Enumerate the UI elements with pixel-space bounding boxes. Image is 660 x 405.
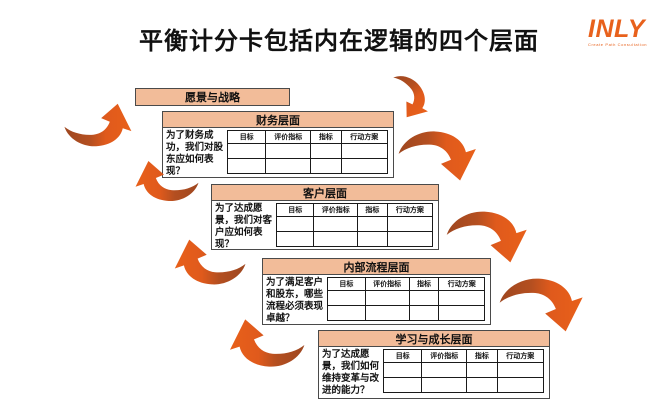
empty-cell	[327, 290, 366, 306]
col-goal: 目标	[382, 349, 423, 363]
empty-cell	[340, 158, 389, 174]
section-learning-growth-body: 为了达成愿景，我们如何维持变革与改进的能力？ 目标 评价指标 指标 行动方案	[318, 347, 550, 399]
empty-cell	[466, 377, 498, 393]
empty-cell	[310, 143, 342, 159]
flow-arrow-down-financial-to-customer	[398, 131, 476, 181]
table-header-row: 目标 评价指标 指标 行动方案	[382, 349, 545, 363]
col-indicator: 指标	[466, 349, 498, 363]
empty-cell	[265, 143, 312, 159]
col-indicator: 指标	[408, 277, 440, 291]
empty-cell	[466, 362, 498, 378]
col-action-plan: 行动方案	[438, 277, 485, 291]
company-logo: INLY Create Path Consultation	[588, 16, 654, 47]
section-customer: 客户层面 为了达成愿景，我们对客户应如何表现？ 目标 评价指标 指标 行动方案	[211, 184, 439, 250]
section-learning-growth: 学习与成长层面 为了达成愿景，我们如何维持变革与改进的能力？ 目标 评价指标 指…	[318, 330, 550, 399]
empty-cell	[327, 305, 366, 321]
col-indicator: 指标	[357, 203, 388, 217]
table-header-row: 目标 评价指标 指标 行动方案	[275, 203, 434, 217]
section-customer-body: 为了达成愿景，我们对客户应如何表现？ 目标 评价指标 指标 行动方案	[211, 201, 439, 250]
empty-cell	[438, 305, 485, 321]
section-internal-process-question: 为了满足客户和股东，哪些流程必须表现卓越？	[266, 277, 324, 324]
empty-cell	[386, 216, 434, 232]
section-internal-process: 内部流程层面 为了满足客户和股东，哪些流程必须表现卓越？ 目标 评价指标 指标 …	[262, 258, 491, 325]
table-row	[275, 216, 434, 232]
flow-arrow-up-internal-to-customer	[174, 239, 246, 285]
empty-cell	[340, 143, 389, 159]
empty-cell	[226, 143, 267, 159]
empty-cell	[265, 158, 312, 174]
empty-cell	[496, 362, 545, 378]
table-row	[382, 377, 545, 393]
table-row	[382, 362, 545, 378]
col-eval-indicator: 评价指标	[313, 203, 359, 217]
table-row	[226, 158, 389, 174]
col-eval-indicator: 评价指标	[364, 277, 410, 291]
flow-arrow-up-customer-to-financial	[135, 161, 199, 202]
section-financial-question: 为了财务成功，我们对股东应如何表现？	[166, 130, 224, 177]
empty-cell	[496, 377, 545, 393]
empty-cell	[364, 305, 410, 321]
section-learning-growth-table: 目标 评价指标 指标 行动方案	[382, 349, 545, 393]
empty-cell	[408, 290, 440, 306]
section-learning-growth-question: 为了达成愿景，我们如何维持变革与改进的能力？	[322, 349, 380, 396]
vision-strategy-label: 愿景与战略	[185, 92, 240, 104]
section-internal-process-table: 目标 评价指标 指标 行动方案	[327, 277, 485, 321]
section-customer-table: 目标 评价指标 指标 行动方案	[275, 203, 434, 247]
col-action-plan: 行动方案	[386, 203, 434, 217]
col-eval-indicator: 评价指标	[421, 349, 468, 363]
section-header-label: 客户层面	[303, 187, 347, 200]
col-goal: 目标	[327, 277, 366, 291]
slide-title: 平衡计分卡包括内在逻辑的四个层面	[139, 28, 539, 55]
empty-cell	[438, 290, 485, 306]
col-action-plan: 行动方案	[496, 349, 545, 363]
empty-cell	[275, 231, 315, 247]
empty-cell	[357, 231, 388, 247]
section-learning-growth-header: 学习与成长层面	[318, 330, 550, 347]
vision-strategy-box: 愿景与战略	[135, 88, 290, 106]
flow-arrow-down-internal-to-learning	[499, 278, 583, 332]
empty-cell	[382, 377, 423, 393]
flow-arrow-up-learning-to-internal	[230, 319, 305, 367]
empty-cell	[421, 362, 468, 378]
table-header-row: 目标 评价指标 指标 行动方案	[226, 130, 389, 144]
col-goal: 目标	[275, 203, 315, 217]
empty-cell	[310, 158, 342, 174]
section-financial-header: 财务层面	[162, 111, 394, 128]
section-header-label: 财务层面	[256, 114, 300, 127]
section-financial-body: 为了财务成功，我们对股东应如何表现？ 目标 评价指标 指标 行动方案	[162, 128, 394, 178]
table-row	[275, 231, 434, 247]
empty-cell	[382, 362, 423, 378]
section-financial: 财务层面 为了财务成功，我们对股东应如何表现？ 目标 评价指标 指标 行动方案	[162, 111, 394, 178]
empty-cell	[408, 305, 440, 321]
empty-cell	[313, 216, 359, 232]
empty-cell	[364, 290, 410, 306]
section-internal-process-header: 内部流程层面	[262, 258, 491, 275]
section-header-label: 内部流程层面	[343, 261, 410, 274]
logo-tagline: Create Path Consultation	[588, 42, 648, 47]
flow-arrow-up-financial-to-vision	[64, 103, 132, 147]
empty-cell	[386, 231, 434, 247]
table-header-row: 目标 评价指标 指标 行动方案	[327, 277, 485, 291]
section-customer-header: 客户层面	[211, 184, 439, 201]
col-eval-indicator: 评价指标	[265, 130, 312, 144]
empty-cell	[357, 216, 388, 232]
section-header-label: 学习与成长层面	[395, 333, 473, 346]
empty-cell	[275, 216, 315, 232]
section-internal-process-body: 为了满足客户和股东，哪些流程必须表现卓越？ 目标 评价指标 指标 行动方案	[262, 275, 491, 325]
logo-wordmark: INLY	[588, 15, 646, 43]
empty-cell	[313, 231, 359, 247]
col-action-plan: 行动方案	[340, 130, 389, 144]
empty-cell	[226, 158, 267, 174]
flow-arrow-down-customer-to-internal	[446, 211, 527, 263]
empty-cell	[421, 377, 468, 393]
table-row	[226, 143, 389, 159]
col-indicator: 指标	[310, 130, 342, 144]
col-goal: 目标	[226, 130, 267, 144]
table-row	[327, 305, 485, 321]
section-financial-table: 目标 评价指标 指标 行动方案	[226, 130, 389, 174]
table-row	[327, 290, 485, 306]
section-customer-question: 为了达成愿景，我们对客户应如何表现？	[215, 203, 273, 250]
